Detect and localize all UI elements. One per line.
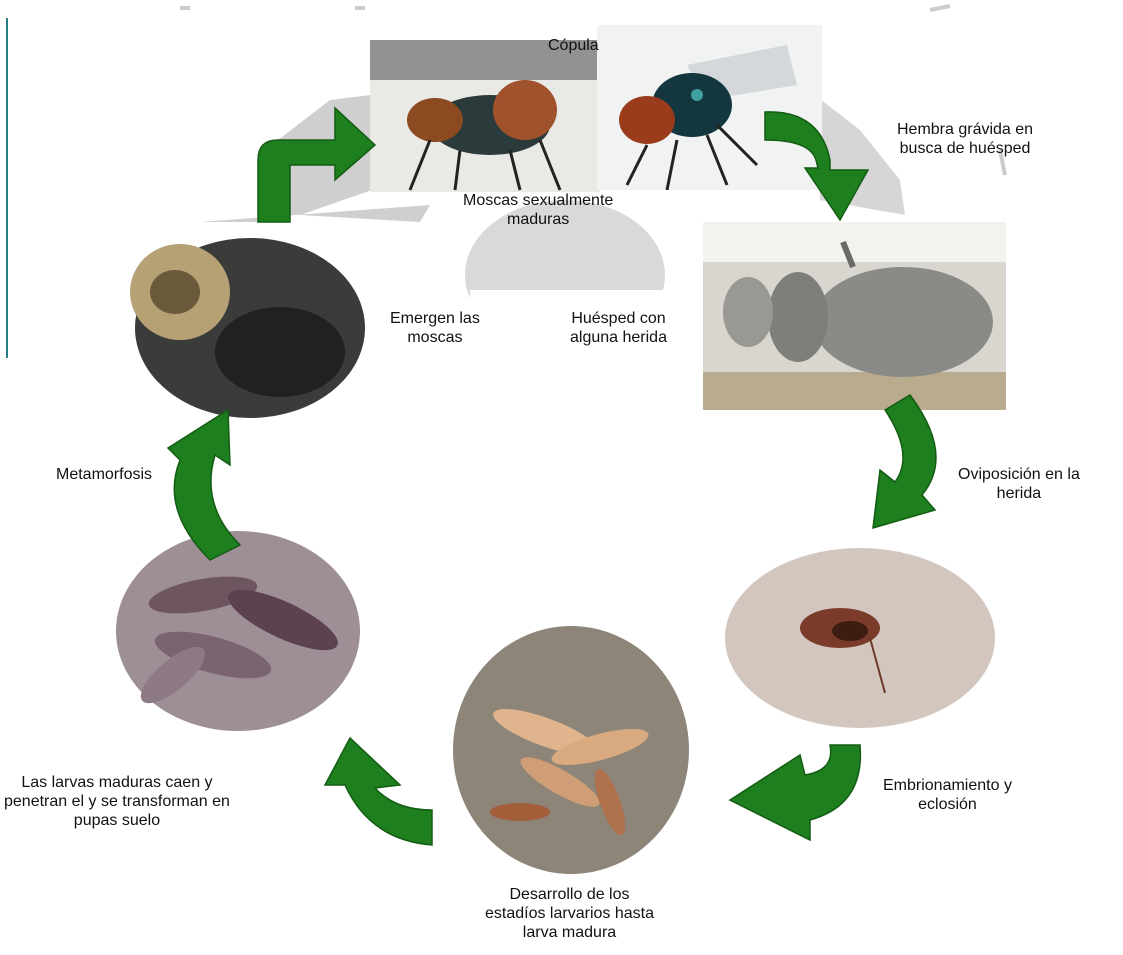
label-hembra: Hembra grávida en busca de huésped bbox=[897, 120, 1033, 158]
label-embrionamiento-line-1: Embrionamiento y bbox=[883, 776, 1012, 795]
label-desarrollo-line-3: larva madura bbox=[485, 923, 654, 942]
label-desarrollo: Desarrollo de los estadíos larvarios has… bbox=[485, 885, 654, 942]
label-desarrollo-line-1: Desarrollo de los bbox=[485, 885, 654, 904]
label-larvas-line-1: Las larvas maduras caen y bbox=[4, 773, 230, 792]
label-larvas-line-2: penetran el y se transforman en bbox=[4, 792, 230, 811]
arrow-top-right-icon bbox=[765, 112, 868, 220]
label-moscas-line-2: maduras bbox=[463, 210, 613, 229]
label-oviposicion-line-2: herida bbox=[958, 484, 1080, 503]
label-oviposicion-line-1: Oviposición en la bbox=[958, 465, 1080, 484]
label-emergen-line-1: Emergen las bbox=[390, 309, 480, 328]
label-larvas: Las larvas maduras caen y penetran el y … bbox=[4, 773, 230, 830]
label-huesped-line-2: alguna herida bbox=[570, 328, 667, 347]
arrow-bottom-left-icon bbox=[325, 738, 432, 845]
label-hembra-line-2: busca de huésped bbox=[897, 139, 1033, 158]
label-moscas-line-1: Moscas sexualmente bbox=[463, 191, 613, 210]
label-huesped: Huésped con alguna herida bbox=[570, 309, 667, 347]
label-moscas: Moscas sexualmente maduras bbox=[463, 191, 613, 229]
label-metamorfosis: Metamorfosis bbox=[56, 465, 152, 484]
label-oviposicion: Oviposición en la herida bbox=[958, 465, 1080, 503]
label-larvas-line-3: pupas suelo bbox=[4, 811, 230, 830]
label-huesped-line-1: Huésped con bbox=[570, 309, 667, 328]
arrow-right-lower-icon bbox=[730, 745, 860, 840]
arrow-left-icon bbox=[168, 410, 240, 560]
label-emergen: Emergen las moscas bbox=[390, 309, 480, 347]
label-desarrollo-line-2: estadíos larvarios hasta bbox=[485, 904, 654, 923]
label-embrionamiento-line-2: eclosión bbox=[883, 795, 1012, 814]
label-emergen-line-2: moscas bbox=[390, 328, 480, 347]
label-embrionamiento: Embrionamiento y eclosión bbox=[883, 776, 1012, 814]
label-copula: Cópula bbox=[548, 36, 599, 55]
arrow-top-left-icon bbox=[258, 108, 375, 222]
label-hembra-line-1: Hembra grávida en bbox=[897, 120, 1033, 139]
arrow-right-upper-icon bbox=[873, 395, 936, 528]
